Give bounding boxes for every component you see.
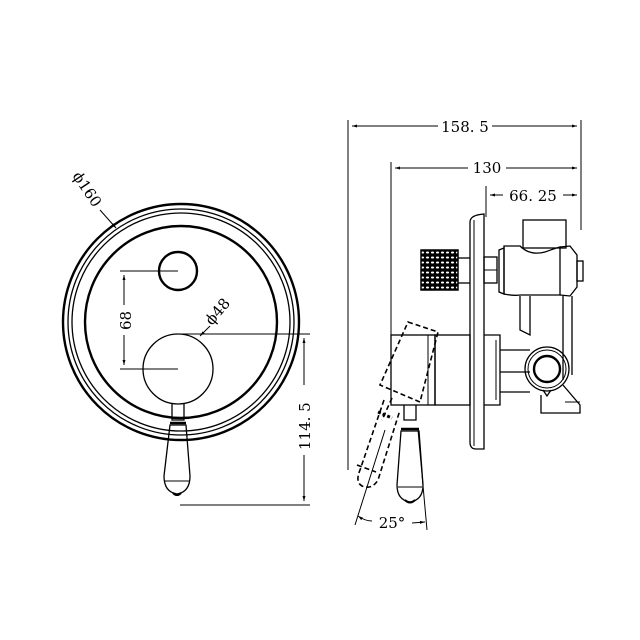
dimension-outer-diameter: ϕ160 xyxy=(69,168,117,229)
label-handle-diameter: ϕ48 xyxy=(201,295,234,329)
wall-plate-profile xyxy=(469,213,485,450)
dimension-valve-depth: 66. 25 xyxy=(490,187,577,205)
label-body-depth: 130 xyxy=(473,159,502,177)
lever-side-solid xyxy=(396,405,424,504)
label-valve-depth: 66. 25 xyxy=(509,187,557,205)
lever-side-rotated-dashed xyxy=(356,321,439,488)
diverter-knob-knurled xyxy=(420,249,459,291)
dimension-lever-length: 114. 5 xyxy=(180,338,314,506)
dimension-body-depth: 130 xyxy=(395,159,577,177)
escutcheon-plate xyxy=(61,202,301,442)
dimension-overall-depth: 158. 5 xyxy=(352,118,577,136)
label-overall-depth: 158. 5 xyxy=(441,118,489,136)
lever-handle xyxy=(163,404,191,496)
dimension-lever-rotation: 25° xyxy=(354,429,428,532)
label-outer-diameter: ϕ160 xyxy=(69,168,106,210)
valve-body-upper xyxy=(483,219,584,380)
label-lever-rotation: 25° xyxy=(379,514,406,532)
label-lever-length: 114. 5 xyxy=(296,402,314,450)
side-view: 158. 5 130 66. 25 xyxy=(347,118,584,532)
front-view: ϕ160 68 ϕ48 114. 5 xyxy=(61,168,314,506)
label-center-spacing: 68 xyxy=(117,311,135,330)
outlet-fitting xyxy=(500,346,581,414)
handle-body-side xyxy=(390,334,501,406)
dimension-center-spacing: 68 xyxy=(117,270,178,370)
